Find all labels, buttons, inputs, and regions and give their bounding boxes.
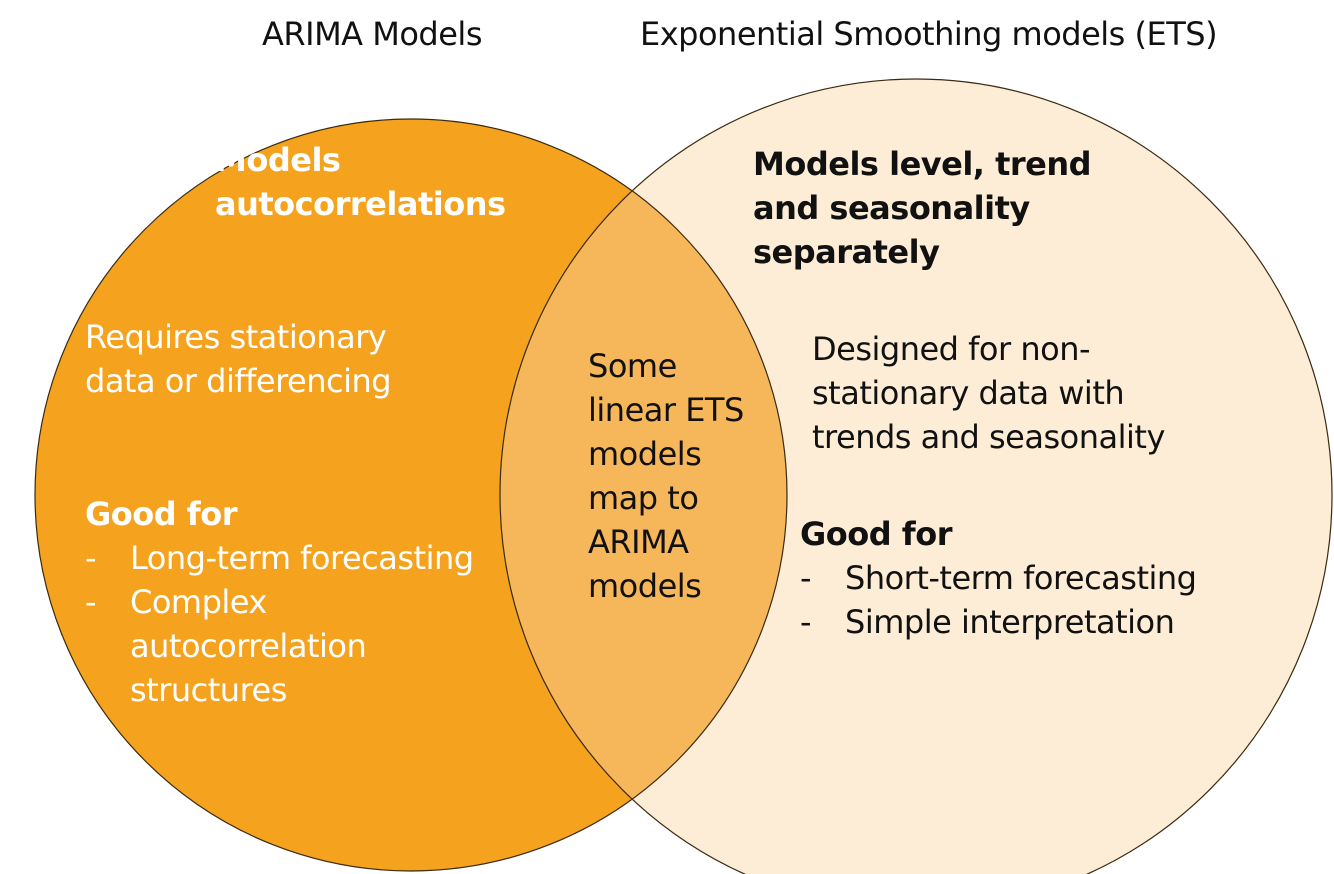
arima-set-title: ARIMA Models: [262, 15, 482, 53]
overlap-text-line: ARIMA: [588, 523, 689, 561]
bullet-line: Complex: [130, 583, 267, 621]
overlap-region: [500, 119, 787, 871]
bullet-line: Long-term forecasting: [130, 539, 474, 577]
ets-heading: Models level, trend and seasonality sepa…: [753, 142, 1092, 274]
ets-set-title: Exponential Smoothing models (ETS): [640, 15, 1218, 53]
ets-description-line: stationary data with: [812, 374, 1125, 412]
arima-requirement-line: data or differencing: [85, 362, 392, 400]
ets-heading-line: Models level, trend: [753, 145, 1092, 183]
bullet-dash: -: [85, 539, 97, 577]
bullet-dash: -: [800, 559, 812, 597]
list-item: - Simple interpretation: [800, 600, 1196, 644]
list-item: - Short-term forecasting: [800, 556, 1197, 600]
ets-description-line: Designed for non-: [812, 330, 1091, 368]
overlap-text-line: models: [588, 567, 702, 605]
ets-good-for-section: Good for - Short-term forecasting - Simp…: [800, 512, 1197, 644]
arima-good-for-label: Good for: [85, 495, 237, 533]
arima-heading: Models autocorrelations: [215, 138, 506, 226]
arima-requirement-line: Requires stationary: [85, 318, 387, 356]
bullet-line: Short-term forecasting: [845, 559, 1197, 597]
overlap-text: Some linear ETS models map to ARIMA mode…: [588, 344, 744, 608]
list-item: - Complex autocorrelation structures: [85, 580, 474, 712]
ets-description: Designed for non- stationary data with t…: [812, 327, 1165, 459]
overlap-text-line: models: [588, 435, 702, 473]
bullet-line: structures: [130, 671, 287, 709]
overlap-text-line: Some: [588, 347, 677, 385]
bullet-dash: -: [85, 583, 97, 621]
bullet-dash: -: [800, 603, 812, 641]
arima-heading-line: autocorrelations: [215, 185, 506, 223]
ets-heading-line: separately: [753, 233, 940, 271]
bullet-line: Simple interpretation: [845, 603, 1175, 641]
arima-heading-line: Models: [215, 141, 341, 179]
overlap-text-line: linear ETS: [588, 391, 744, 429]
arima-good-for-section: Good for - Long-term forecasting - Compl…: [85, 492, 474, 712]
list-item: - Long-term forecasting: [85, 536, 474, 580]
ets-heading-line: and seasonality: [753, 189, 1030, 227]
ets-circle-outline: [499, 78, 1333, 874]
ets-description-line: trends and seasonality: [812, 418, 1165, 456]
overlap-text-line: map to: [588, 479, 699, 517]
ets-good-for-label: Good for: [800, 515, 952, 553]
bullet-line: autocorrelation: [130, 627, 367, 665]
arima-requirement: Requires stationary data or differencing: [85, 315, 392, 403]
arima-circle-outline: [34, 118, 788, 872]
